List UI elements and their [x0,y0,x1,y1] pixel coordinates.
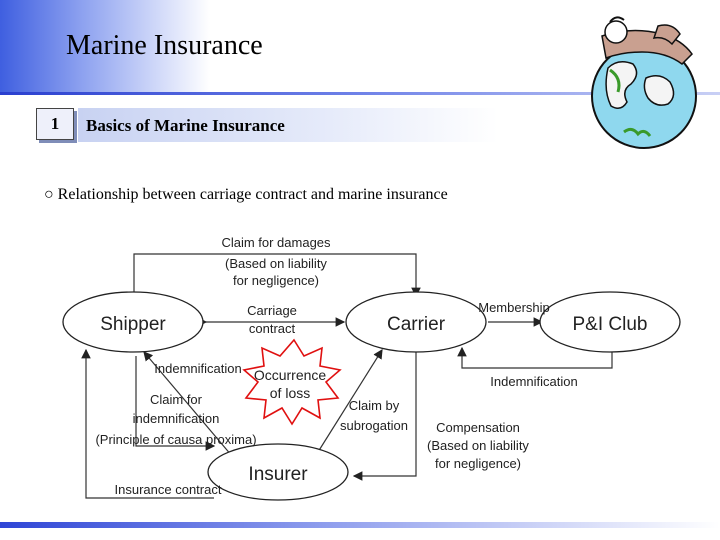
compensation-label-2: (Based on liability [427,438,529,453]
page-title: Marine Insurance [66,30,263,61]
claim-damages-label-2: (Based on liability [225,256,327,271]
shipper-label: Shipper [100,314,166,335]
occurrence-label-2: of loss [270,385,310,401]
membership-label: Membership [478,300,550,315]
section-title: Basics of Marine Insurance [86,116,285,135]
indemnification-club-label: Indemnification [490,374,577,389]
claim-indemnification-arrow [135,356,216,451]
claim-damages-label-1: Claim for damages [221,235,331,250]
insurer-node [207,443,349,501]
section-band [78,108,498,142]
carrier-label: Carrier [387,314,446,335]
compensation-arrow [352,350,417,481]
claim-damages-label-3: for negligence) [233,273,319,288]
claim-indemnification-label-3: (Principle of causa proxima) [95,432,256,447]
header-gradient [0,0,210,95]
insurance-contract-arrow [81,348,214,499]
subrogation-label-2: subrogation [340,418,408,433]
compensation-label-3: for negligence) [435,456,521,471]
shipper-node [62,291,204,353]
slide-subtitle: ○ Relationship between carriage contract… [44,186,448,203]
insurer-label: Insurer [248,464,308,485]
carrier-node [345,291,487,353]
pi-club-label: P&I Club [573,314,648,335]
section-number: 1 [36,108,74,140]
claim-indemnification-label-2: indemnification [133,411,220,426]
indemnification-shipper-label: Indemnification [154,361,241,376]
indemnification-club-arrow [457,346,613,369]
carriage-contract-label-2: contract [249,321,296,336]
header-divider [0,92,720,95]
globe-clipart-icon [591,16,697,149]
claim-indemnification-label-1: Claim for [150,392,203,407]
occurrence-label-1: Occurrence [254,367,327,383]
footer-gradient-bar [0,522,720,528]
subrogation-arrow [317,348,383,453]
claim-damages-arrow [133,253,421,300]
compensation-label-1: Compensation [436,420,520,435]
insurance-contract-label: Insurance contract [115,482,222,497]
carriage-contract-label-1: Carriage [247,303,297,318]
pi-club-node [539,291,681,353]
subrogation-label-1: Claim by [349,398,400,413]
indemnification-shipper-arrow [143,351,233,457]
occurrence-burst [242,338,342,426]
